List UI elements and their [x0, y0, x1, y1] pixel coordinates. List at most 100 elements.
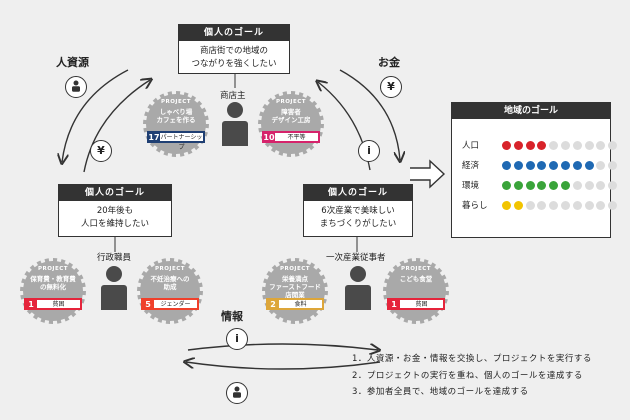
- progress-dot-filled: [502, 160, 511, 170]
- goal-card-official: 個人のゴール 20年後も 人口を維持したい: [58, 184, 172, 237]
- sdg-label: 貧困: [37, 299, 81, 309]
- progress-dot-empty: [572, 140, 582, 150]
- person-icon: [220, 102, 250, 146]
- regional-goal-card: 地域のゴール 人口経済環境暮らし: [451, 102, 618, 238]
- goal-header: 個人のゴール: [179, 25, 289, 41]
- role-shop-owner: 商店主: [220, 91, 246, 101]
- progress-dot-empty: [608, 140, 618, 150]
- project-name-line2: ファーストフード店開業: [269, 283, 321, 299]
- goal-text-line1: 20年後も: [96, 206, 134, 216]
- progress-dot-filled: [525, 160, 535, 170]
- goal-text-line2: まちづくりがしたい: [319, 219, 397, 229]
- info-icon: i: [358, 140, 380, 162]
- regional-goal-row-label: 経済: [462, 161, 480, 171]
- progress-dot-empty: [560, 140, 570, 150]
- project-name: しゃべり場カフェを作る: [147, 108, 205, 124]
- regional-goal-row: 人口: [462, 139, 620, 151]
- flow-label-human-resources: 人資源: [56, 56, 89, 69]
- progress-dot-filled: [584, 160, 594, 170]
- goal-text-line2: つながりを強くしたい: [191, 59, 277, 69]
- person-icon: [343, 266, 373, 310]
- progress-dot-filled: [502, 140, 511, 150]
- progress-dot-filled: [537, 140, 547, 150]
- project-name: 保育費・教育費の無料化: [24, 275, 82, 291]
- project-tag: PROJECT: [400, 266, 432, 272]
- sdg-number: 1: [25, 299, 37, 309]
- progress-dot-filled: [513, 200, 523, 210]
- sdg-number: 5: [142, 299, 154, 309]
- regional-goal-row: 環境: [462, 179, 620, 191]
- progress-dot-filled: [513, 180, 523, 190]
- person-icon: [226, 382, 248, 404]
- person-icon: [65, 76, 87, 98]
- goal-header: 個人のゴール: [59, 185, 171, 201]
- progress-dot-filled: [537, 180, 547, 190]
- project-name-line2: カフェを作る: [156, 116, 196, 124]
- project-name-line1: しゃべり場: [159, 108, 193, 116]
- person-icon: [99, 266, 129, 310]
- progress-dot-empty: [596, 140, 606, 150]
- progress-dot-filled: [502, 200, 511, 210]
- yen-icon: ¥: [380, 76, 402, 98]
- project-tag: PROJECT: [275, 99, 307, 105]
- yen-icon: ¥: [90, 140, 112, 162]
- progress-dot-filled: [549, 180, 559, 190]
- sdg-label: 不平等: [275, 132, 319, 142]
- sdg-number: 1: [388, 299, 400, 309]
- project-name-line1: 障害者: [281, 108, 301, 116]
- project-tag: PROJECT: [37, 266, 69, 272]
- progress-dot-filled: [525, 180, 535, 190]
- sdg-number: 17: [148, 132, 160, 142]
- project-name-line2: の無料化: [40, 283, 66, 291]
- sdg-label: 食料: [279, 299, 323, 309]
- progress-dot-empty: [596, 200, 606, 210]
- progress-dot-empty: [608, 160, 618, 170]
- project-name: こども食堂: [387, 275, 445, 283]
- progress-dot-filled: [513, 140, 523, 150]
- sdg-label: パートナーシップ: [160, 132, 204, 151]
- step-2: 2．プロジェクトの実行を重ね、個人のゴールを達成する: [352, 370, 583, 381]
- progress-dot-empty: [549, 200, 559, 210]
- progress-dot-empty: [584, 180, 594, 190]
- regional-goal-row: 経済: [462, 159, 620, 171]
- progress-dot-filled: [560, 180, 570, 190]
- goal-text-line1: 商店街での地域の: [199, 46, 268, 56]
- regional-goal-row: 暮らし: [462, 199, 620, 211]
- project-name: 栄養満点ファーストフード店開業: [266, 275, 324, 299]
- progress-dot-filled: [502, 180, 511, 190]
- role-farmer: 一次産業従事者: [326, 253, 386, 263]
- info-icon: i: [226, 328, 248, 350]
- progress-dot-empty: [608, 200, 618, 210]
- sdg-number: 2: [267, 299, 279, 309]
- project-tag: PROJECT: [154, 266, 186, 272]
- progress-dot-filled: [549, 160, 559, 170]
- progress-dot-empty: [537, 200, 547, 210]
- project-name-line1: こども食堂: [399, 275, 433, 283]
- goal-card-shop-owner: 個人のゴール 商店街での地域の つながりを強くしたい: [178, 24, 290, 74]
- project-name-line1: 不妊治療への: [150, 275, 190, 283]
- progress-dot-filled: [513, 160, 523, 170]
- progress-dot-empty: [549, 140, 559, 150]
- progress-dot-empty: [584, 140, 594, 150]
- progress-dot-filled: [537, 160, 547, 170]
- step-1: 1．人資源・お金・情報を交換し、プロジェクトを実行する: [352, 354, 592, 364]
- progress-dot-filled: [525, 140, 535, 150]
- goal-text-line1: 6次産業で美味しい: [321, 206, 395, 216]
- regional-goal-title: 地域のゴール: [452, 103, 610, 119]
- sdg-label: 貧困: [400, 299, 444, 309]
- progress-dot-empty: [596, 180, 606, 190]
- progress-dot-empty: [584, 200, 594, 210]
- progress-dot-filled: [572, 160, 582, 170]
- role-official: 行政職員: [97, 253, 132, 263]
- project-name: 不妊治療への助成: [141, 275, 199, 291]
- progress-dot-filled: [560, 160, 570, 170]
- regional-goal-row-label: 人口: [462, 141, 480, 151]
